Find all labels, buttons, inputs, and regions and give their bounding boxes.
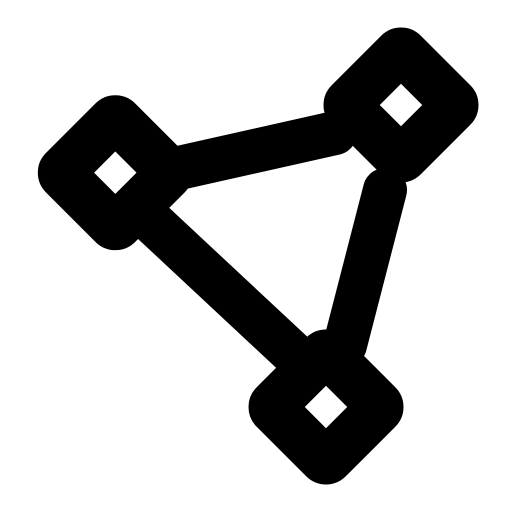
edge-left-to-bottom [128,198,322,382]
edge-top-to-bottom [323,168,407,367]
edge-left-to-top [148,111,357,192]
node-top-right [323,27,479,183]
node-bottom [248,329,404,485]
node-left [37,95,193,251]
